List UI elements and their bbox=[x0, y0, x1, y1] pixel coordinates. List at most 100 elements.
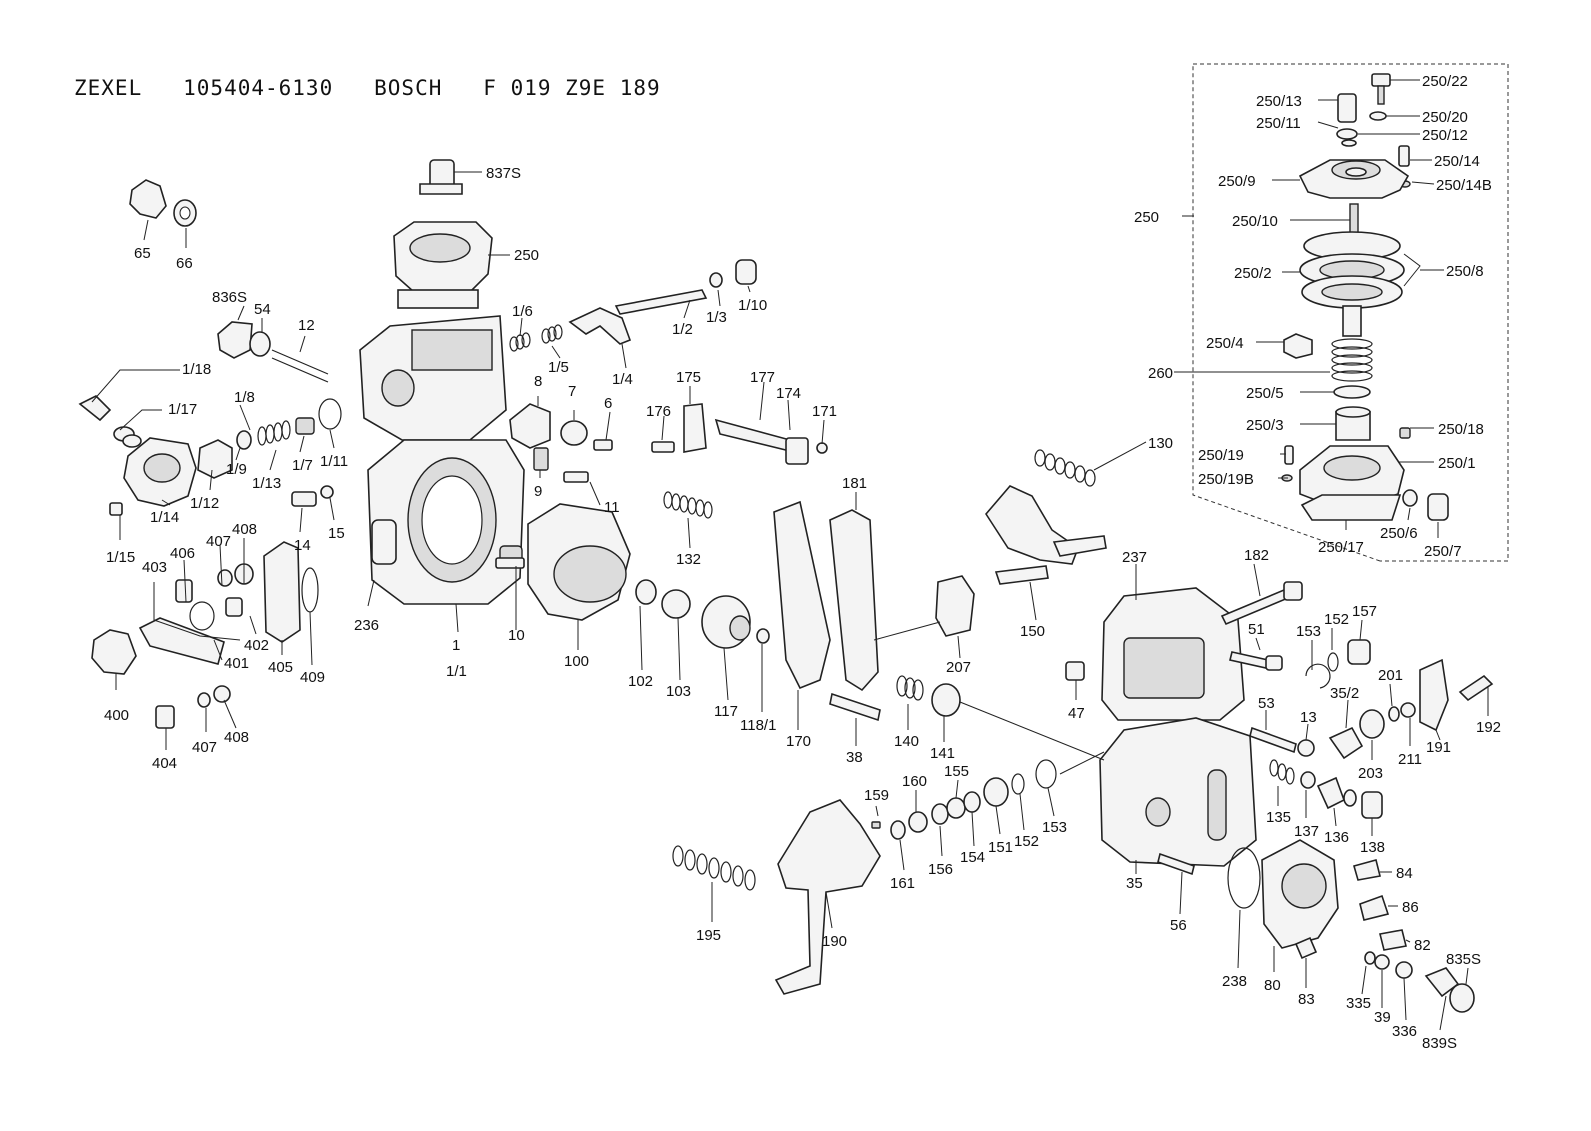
label-250-10: 250/10 bbox=[1232, 213, 1278, 230]
label-1-7: 1/7 bbox=[292, 457, 313, 474]
label-161: 161 bbox=[890, 875, 915, 892]
label-400: 400 bbox=[104, 707, 129, 724]
label-151: 151 bbox=[988, 839, 1013, 856]
label-80: 80 bbox=[1264, 977, 1281, 994]
label-175: 175 bbox=[676, 369, 701, 386]
label-150: 150 bbox=[1020, 623, 1045, 640]
label-1-3: 1/3 bbox=[706, 309, 727, 326]
pump-housing bbox=[359, 159, 613, 605]
label-47: 47 bbox=[1068, 705, 1085, 722]
label-207: 207 bbox=[946, 659, 971, 676]
label-152-left: 152 bbox=[1014, 833, 1039, 850]
label-83: 83 bbox=[1298, 991, 1315, 1008]
label-405: 405 bbox=[268, 659, 293, 676]
label-1-18: 1/18 bbox=[182, 361, 211, 378]
label-117: 117 bbox=[714, 703, 738, 720]
label-38: 38 bbox=[846, 749, 863, 766]
label-250-2: 250/2 bbox=[1234, 265, 1272, 282]
label-250-4: 250/4 bbox=[1206, 335, 1244, 352]
label-1: 1 bbox=[452, 637, 460, 654]
label-15: 15 bbox=[328, 525, 345, 542]
label-14: 14 bbox=[294, 537, 311, 554]
label-839S: 839S bbox=[1422, 1035, 1457, 1052]
label-39: 39 bbox=[1374, 1009, 1391, 1026]
label-836S: 836S bbox=[212, 289, 247, 306]
label-157: 157 bbox=[1352, 603, 1377, 620]
label-191: 191 bbox=[1426, 739, 1451, 756]
label-35-2: 35/2 bbox=[1330, 685, 1359, 702]
label-152-right: 152 bbox=[1324, 611, 1349, 628]
label-66: 66 bbox=[176, 255, 193, 272]
label-403: 403 bbox=[142, 559, 167, 576]
label-835S: 835S bbox=[1446, 951, 1481, 968]
label-250-14: 250/14 bbox=[1434, 153, 1480, 170]
label-35: 35 bbox=[1126, 875, 1143, 892]
label-409: 409 bbox=[300, 669, 325, 686]
left-parts-group bbox=[78, 179, 342, 729]
label-402: 402 bbox=[244, 637, 269, 654]
governor-parts bbox=[495, 259, 1107, 995]
label-86: 86 bbox=[1402, 899, 1419, 916]
label-138: 138 bbox=[1360, 839, 1385, 856]
part-labels: 837S 250 65 66 836S 54 12 1/18 1/17 1/8 … bbox=[104, 73, 1501, 1052]
label-56: 56 bbox=[1170, 917, 1187, 934]
label-135: 135 bbox=[1266, 809, 1291, 826]
label-250-11: 250/11 bbox=[1256, 115, 1301, 132]
label-8: 8 bbox=[534, 373, 542, 390]
label-190: 190 bbox=[822, 933, 847, 950]
label-53: 53 bbox=[1258, 695, 1275, 712]
label-406: 406 bbox=[170, 545, 195, 562]
label-250-13: 250/13 bbox=[1256, 93, 1302, 110]
label-1-9: 1/9 bbox=[226, 461, 247, 478]
label-137: 137 bbox=[1294, 823, 1319, 840]
label-250-19: 250/19 bbox=[1198, 447, 1244, 464]
label-201: 201 bbox=[1378, 667, 1403, 684]
label-238: 238 bbox=[1222, 973, 1247, 990]
label-192: 192 bbox=[1476, 719, 1501, 736]
label-1-11: 1/11 bbox=[320, 453, 348, 470]
label-260: 260 bbox=[1148, 365, 1173, 382]
label-250-19B: 250/19B bbox=[1198, 471, 1254, 488]
label-1-8: 1/8 bbox=[234, 389, 255, 406]
label-408-top: 408 bbox=[232, 521, 257, 538]
label-1-17: 1/17 bbox=[168, 401, 197, 418]
label-1-6: 1/6 bbox=[512, 303, 533, 320]
label-171: 171 bbox=[812, 403, 837, 420]
label-407-top: 407 bbox=[206, 533, 231, 550]
label-153-right: 153 bbox=[1296, 623, 1321, 640]
label-154: 154 bbox=[960, 849, 985, 866]
label-250: 250 bbox=[514, 247, 539, 264]
label-250-3: 250/3 bbox=[1246, 417, 1284, 434]
label-7: 7 bbox=[568, 383, 576, 400]
governor-cover-parts bbox=[1065, 581, 1494, 1013]
label-335: 335 bbox=[1346, 995, 1371, 1012]
label-181: 181 bbox=[842, 475, 867, 492]
diagram-title: ZEXEL 105404-6130 BOSCH F 019 Z9E 189 bbox=[74, 76, 661, 100]
label-250-18: 250/18 bbox=[1438, 421, 1484, 438]
label-182: 182 bbox=[1244, 547, 1269, 564]
label-837S: 837S bbox=[486, 165, 521, 182]
label-250-7: 250/7 bbox=[1424, 543, 1462, 560]
label-1-14: 1/14 bbox=[150, 509, 179, 526]
label-159: 159 bbox=[864, 787, 889, 804]
label-1-10: 1/10 bbox=[738, 297, 767, 314]
label-203: 203 bbox=[1358, 765, 1383, 782]
label-250-inset: 250 bbox=[1134, 209, 1159, 226]
label-51: 51 bbox=[1248, 621, 1265, 638]
label-237: 237 bbox=[1122, 549, 1147, 566]
label-250-9: 250/9 bbox=[1218, 173, 1256, 190]
label-250-12: 250/12 bbox=[1422, 127, 1468, 144]
label-160: 160 bbox=[902, 773, 927, 790]
label-1-5: 1/5 bbox=[548, 359, 569, 376]
label-250-6: 250/6 bbox=[1380, 525, 1418, 542]
label-250-17: 250/17 bbox=[1318, 539, 1364, 556]
label-140: 140 bbox=[894, 733, 919, 750]
label-82: 82 bbox=[1414, 937, 1431, 954]
label-1-2: 1/2 bbox=[672, 321, 693, 338]
label-250-20: 250/20 bbox=[1422, 109, 1468, 126]
label-170: 170 bbox=[786, 733, 811, 750]
label-9: 9 bbox=[534, 483, 542, 500]
label-11: 11 bbox=[604, 499, 620, 516]
label-132: 132 bbox=[676, 551, 701, 568]
